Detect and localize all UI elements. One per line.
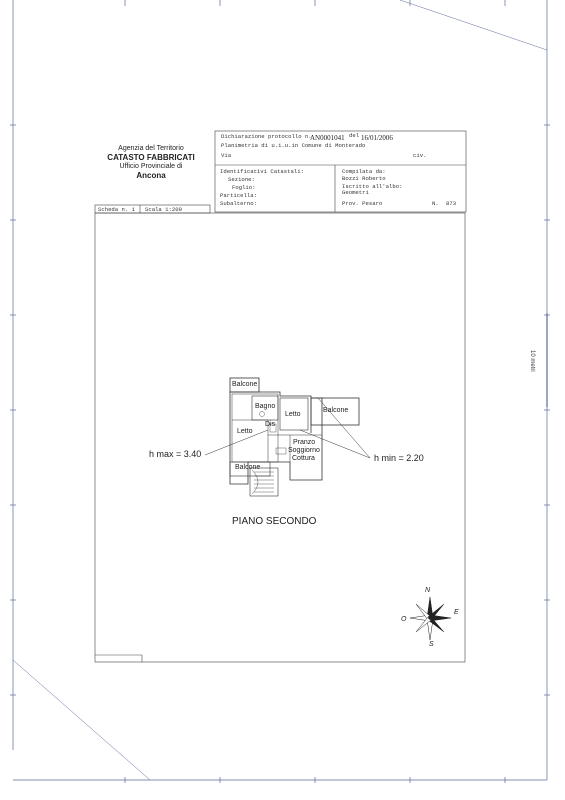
room-balcone-bottom: Balcone <box>235 464 261 471</box>
province-name: Ancona <box>136 171 166 180</box>
compass-o: O <box>401 616 407 623</box>
compass-s: S <box>429 641 434 648</box>
particella-label: Particella: <box>220 192 257 199</box>
height-max-label: h max = 3.40 <box>149 449 202 459</box>
protocol-number: AN0001041 <box>310 134 345 142</box>
agency-name: Agenzia del Territorio <box>118 145 184 152</box>
date-label: del <box>349 132 360 139</box>
room-pranzo: Pranzo <box>293 439 316 446</box>
room-cottura: Cottura <box>292 455 315 462</box>
protocol-label: Dichiarazione protocollo n. <box>221 133 312 140</box>
room-balcone-right: Balcone <box>323 407 349 414</box>
compilata-label: Compilata da: <box>342 168 386 175</box>
compilata-name: Bozzi Roberto <box>342 175 386 182</box>
catasto-title: CATASTO FABBRICATI <box>107 153 195 162</box>
identificativi-label: Identificativi Catastali: <box>220 168 304 175</box>
room-letto-left: Letto <box>237 428 253 435</box>
prov-label: Prov. Pesaro <box>342 200 383 207</box>
via-label: Via <box>221 152 232 159</box>
sezione-label: Sezione: <box>228 176 255 183</box>
ufficio-label: Ufficio Provinciale di <box>119 163 183 170</box>
scheda-label: Scheda n. 1 <box>98 206 135 213</box>
iscritto-value: Geometri <box>342 189 369 196</box>
protocol-date: 16/01/2006 <box>361 134 393 142</box>
room-dis: Dis <box>265 421 276 428</box>
scala-label: Scala 1:200 <box>145 206 182 213</box>
room-bagno: Bagno <box>255 403 276 410</box>
floor-title: PIANO SECONDO <box>232 516 317 527</box>
n-label: N. <box>432 200 439 207</box>
compass-rose <box>409 596 452 641</box>
agency-block: Agenzia del Territorio CATASTO FABBRICAT… <box>92 144 210 180</box>
foglio-label: Foglio: <box>232 184 256 191</box>
room-letto-right: Letto <box>285 411 301 418</box>
iscritto-label: Iscritto all'albo: <box>342 183 403 190</box>
room-soggiorno: Soggiorno <box>288 447 320 454</box>
height-min-label: h min = 2.20 <box>374 453 424 463</box>
planimetria-text: Planimetria di u.i.u.in Comune di Monter… <box>221 142 366 149</box>
subalterno-label: Subalterno: <box>220 200 257 207</box>
compass-n: N <box>425 587 431 594</box>
civ-label: civ. <box>413 152 427 159</box>
room-balcone-top: Balcone <box>232 381 258 388</box>
compass-e: E <box>454 609 459 616</box>
n-value: 873 <box>446 200 457 207</box>
